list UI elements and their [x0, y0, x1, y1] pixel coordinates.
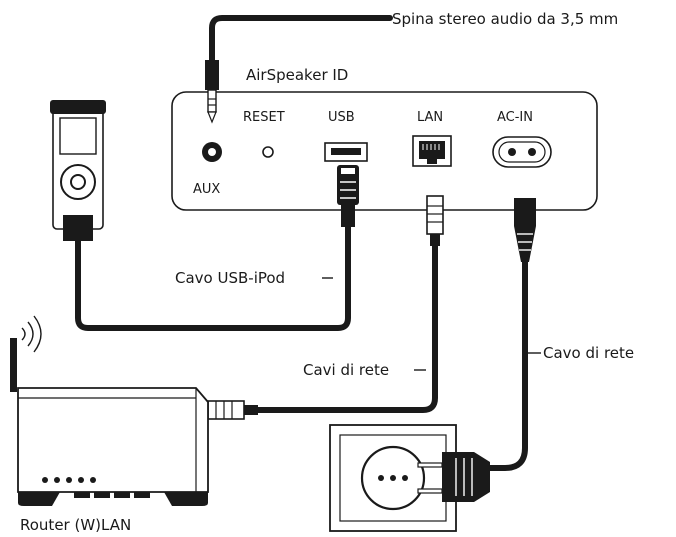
lan-port: [412, 135, 452, 167]
usb-label: USB: [328, 110, 355, 125]
ac-in-label: AC-IN: [497, 110, 533, 125]
usb-cable: [75, 222, 351, 331]
lan-plug-router: [207, 400, 258, 420]
audio-plug: [205, 15, 393, 124]
aux-port: [202, 142, 222, 162]
audio-plug-label: Spina stereo audio da 3,5 mm: [392, 10, 618, 28]
router-label: Router (W)LAN: [20, 516, 131, 534]
ipod-icon: [50, 100, 106, 241]
power-connector: [514, 198, 536, 262]
usb-port: [324, 142, 368, 162]
power-cable-label: Cavo di rete: [543, 344, 634, 362]
aux-label: AUX: [193, 182, 220, 197]
wall-socket-icon: [329, 424, 457, 532]
lan-plug-speaker: [426, 195, 444, 246]
reset-button: [262, 146, 274, 158]
speaker-back-panel: [171, 91, 598, 211]
lan-label: LAN: [417, 110, 443, 125]
lan-cable: [255, 243, 438, 413]
device-name-label: AirSpeaker ID: [246, 66, 348, 84]
usb-cable-label: Cavo USB-iPod: [175, 269, 285, 287]
ac-in-port: [492, 136, 552, 168]
router-icon: [10, 315, 209, 506]
power-plug-icon: [417, 452, 490, 502]
reset-label: RESET: [243, 110, 285, 125]
power-cable: [487, 259, 528, 471]
usb-plug: [337, 165, 359, 227]
network-cables-label: Cavi di rete: [303, 361, 389, 379]
